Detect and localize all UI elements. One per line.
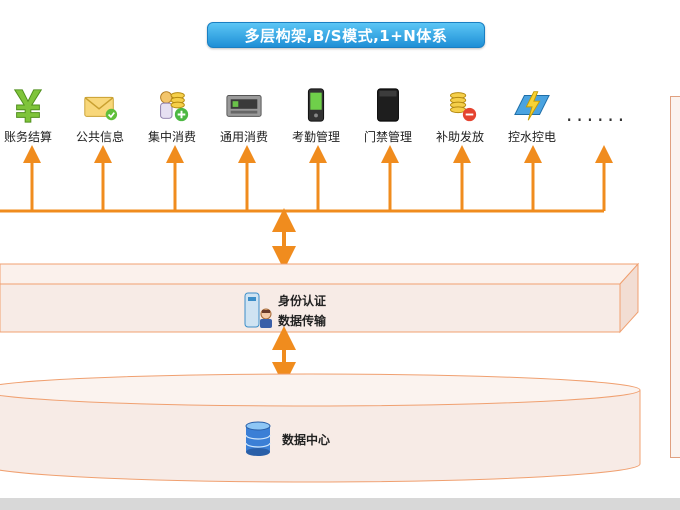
yen-icon (13, 89, 43, 123)
module-label: 控水控电 (507, 130, 556, 144)
pos-terminal-icon (226, 95, 262, 117)
module-accounting[interactable]: 账务结算 (0, 86, 64, 145)
middle-layer-slab (0, 262, 640, 334)
module-label: 门禁管理 (363, 130, 412, 144)
module-subsidy[interactable]: 补助发放 (424, 86, 496, 145)
module-label: 补助发放 (435, 130, 484, 144)
coins-remove-icon (450, 92, 477, 122)
module-label: 公共信息 (75, 130, 124, 144)
module-label: 账务结算 (3, 130, 52, 144)
coins-add-icon (160, 91, 189, 122)
module-label: 集中消费 (147, 130, 196, 144)
middle-layer-line2: 数据传输 (278, 314, 327, 328)
module-label: 考勤管理 (291, 130, 340, 144)
database-icon (245, 421, 271, 456)
data-center-label: 数据中心 (282, 433, 331, 447)
phone-terminal-icon (307, 88, 325, 122)
access-reader-icon (377, 88, 399, 122)
lightning-icon (514, 91, 550, 121)
envelope-icon (84, 96, 118, 121)
right-side-panel (670, 96, 680, 458)
footer-bar (0, 498, 680, 510)
module-central-consumption[interactable]: 集中消费 (136, 86, 208, 145)
module-water-power[interactable]: 控水控电 (496, 86, 568, 145)
data-center-cylinder (0, 373, 641, 483)
module-public-info[interactable]: 公共信息 (64, 86, 136, 145)
module-general-consumption[interactable]: 通用消费 (208, 86, 280, 145)
middle-layer-line1: 身份认证 (278, 294, 327, 308)
module-connectors (23, 145, 613, 211)
page-title: 多层构架,B/S模式,1+N体系 (207, 22, 485, 48)
identity-server-icon (244, 292, 272, 328)
module-label: 通用消费 (219, 130, 268, 144)
more-ellipsis: ...... (566, 102, 629, 126)
module-attendance[interactable]: 考勤管理 (280, 86, 352, 145)
module-access-control[interactable]: 门禁管理 (352, 86, 424, 145)
